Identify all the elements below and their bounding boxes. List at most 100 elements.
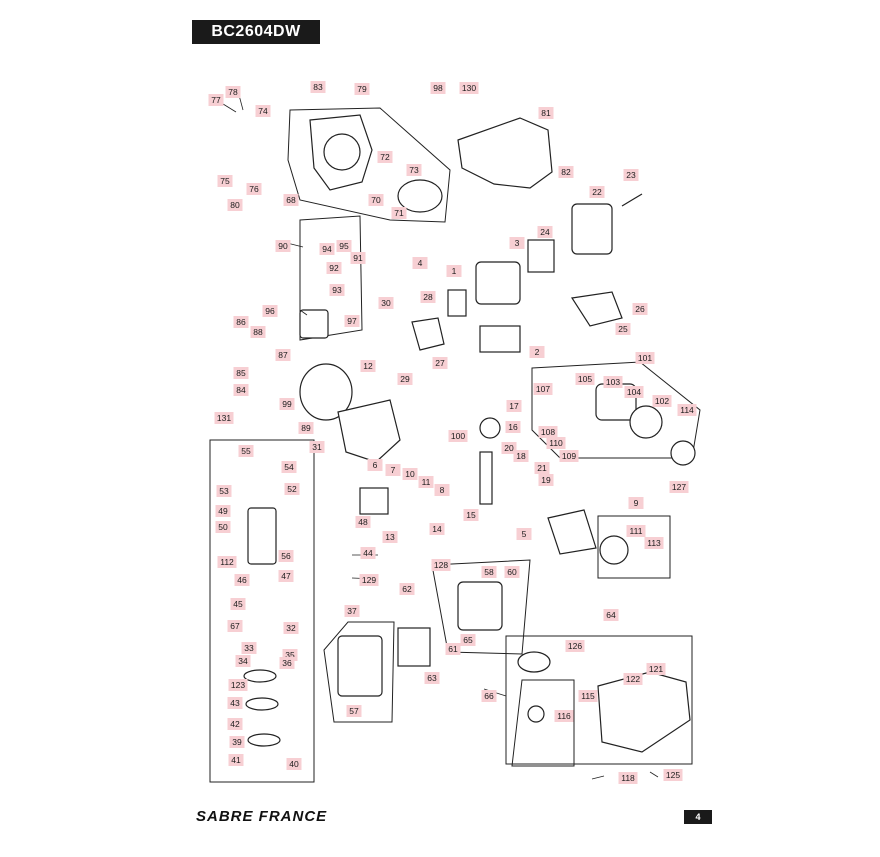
callout-1: 1: [446, 265, 462, 277]
callout-21: 21: [534, 462, 550, 474]
callout-label: 39: [232, 737, 242, 747]
callout-50: 50: [215, 521, 231, 533]
callout-label: 18: [516, 451, 526, 461]
callout-76: 76: [246, 183, 262, 195]
callout-58: 58: [481, 566, 497, 578]
callout-96: 96: [262, 305, 278, 317]
callout-label: 12: [363, 361, 373, 371]
callout-57: 57: [346, 705, 362, 717]
callout-102: 102: [652, 395, 672, 407]
callout-label: 55: [241, 446, 251, 456]
callout-label: 128: [434, 560, 448, 570]
callout-label: 22: [592, 187, 602, 197]
callout-label: 14: [432, 524, 442, 534]
part-piston: [479, 417, 501, 439]
part-ignition-coil: [475, 261, 521, 305]
callout-98: 98: [430, 82, 446, 94]
callout-label: 91: [353, 253, 363, 263]
frame-fuel-tank-group: [505, 635, 693, 765]
callout-label: 89: [301, 423, 311, 433]
callout-44: 44: [360, 547, 376, 559]
callout-83: 83: [310, 81, 326, 93]
callout-label: 49: [218, 506, 228, 516]
callout-label: 64: [606, 610, 616, 620]
group-parts: [243, 114, 696, 753]
callout-104: 104: [624, 386, 644, 398]
callout-60: 60: [504, 566, 520, 578]
callout-label: 46: [237, 575, 247, 585]
part-tank-cover: [571, 203, 613, 255]
part-washer: [527, 705, 545, 723]
callout-26: 26: [632, 303, 648, 315]
part-fuel-cap: [517, 651, 551, 673]
callout-label: 63: [427, 673, 437, 683]
callout-label: 129: [362, 575, 376, 585]
callout-label: 75: [220, 176, 230, 186]
callout-75: 75: [217, 175, 233, 187]
callout-12: 12: [360, 360, 376, 372]
part-cylinder-gasket: [479, 325, 521, 353]
frame-throttle-group: [299, 215, 363, 341]
callout-label: 45: [233, 599, 243, 609]
callout-label: 37: [347, 606, 357, 616]
part-clutch: [599, 535, 629, 565]
callout-80: 80: [227, 199, 243, 211]
callout-114: 114: [677, 404, 697, 416]
callout-label: 15: [466, 510, 476, 520]
callout-81: 81: [538, 107, 554, 119]
part-diaphragm: [245, 697, 279, 711]
callout-label: 26: [635, 304, 645, 314]
callout-36: 36: [279, 657, 295, 669]
callout-label: 48: [358, 517, 368, 527]
callout-127: 127: [669, 481, 689, 493]
callout-label: 41: [231, 755, 241, 765]
frame-airfilter-group: [431, 559, 531, 655]
callout-label: 20: [504, 443, 514, 453]
callout-label: 43: [230, 698, 240, 708]
callout-54: 54: [281, 461, 297, 473]
callout-49: 49: [215, 505, 231, 517]
callout-64: 64: [603, 609, 619, 621]
callout-33: 33: [241, 642, 257, 654]
callout-label: 67: [230, 621, 240, 631]
callout-label: 96: [265, 306, 275, 316]
callout-99: 99: [279, 398, 295, 410]
callout-46: 46: [234, 574, 250, 586]
callout-29: 29: [397, 373, 413, 385]
callout-88: 88: [250, 326, 266, 338]
callout-113: 113: [644, 537, 664, 549]
callout-116: 116: [554, 710, 574, 722]
callout-label: 11: [422, 477, 431, 487]
part-gasket: [527, 239, 555, 273]
callout-73: 73: [406, 164, 422, 176]
callout-9: 9: [628, 497, 644, 509]
callout-label: 87: [278, 350, 288, 360]
callout-7: 7: [385, 464, 401, 476]
part-throttle-block: [299, 309, 329, 339]
callout-86: 86: [233, 316, 249, 328]
page-number: 4: [684, 810, 712, 824]
callout-110: 110: [546, 437, 566, 449]
callout-label: 76: [249, 184, 259, 194]
callout-label: 86: [236, 317, 246, 327]
part-air-intake: [359, 487, 389, 515]
callout-6: 6: [367, 459, 383, 471]
callout-128: 128: [431, 559, 451, 571]
callout-label: 30: [381, 298, 391, 308]
part-flywheel: [299, 363, 353, 421]
frame-muffler-group: [323, 621, 395, 723]
callout-label: 101: [638, 353, 652, 363]
callout-5: 5: [516, 528, 532, 540]
callout-label: 104: [627, 387, 641, 397]
callout-74: 74: [255, 105, 271, 117]
callout-label: 33: [244, 643, 254, 653]
callout-label: 4: [418, 258, 423, 268]
part-carburetor: [247, 507, 277, 565]
callout-label: 10: [405, 469, 415, 479]
callout-label: 130: [462, 83, 476, 93]
callout-40: 40: [286, 758, 302, 770]
part-fan-cover: [397, 179, 443, 213]
callout-label: 72: [380, 152, 390, 162]
callout-115: 115: [578, 690, 598, 702]
